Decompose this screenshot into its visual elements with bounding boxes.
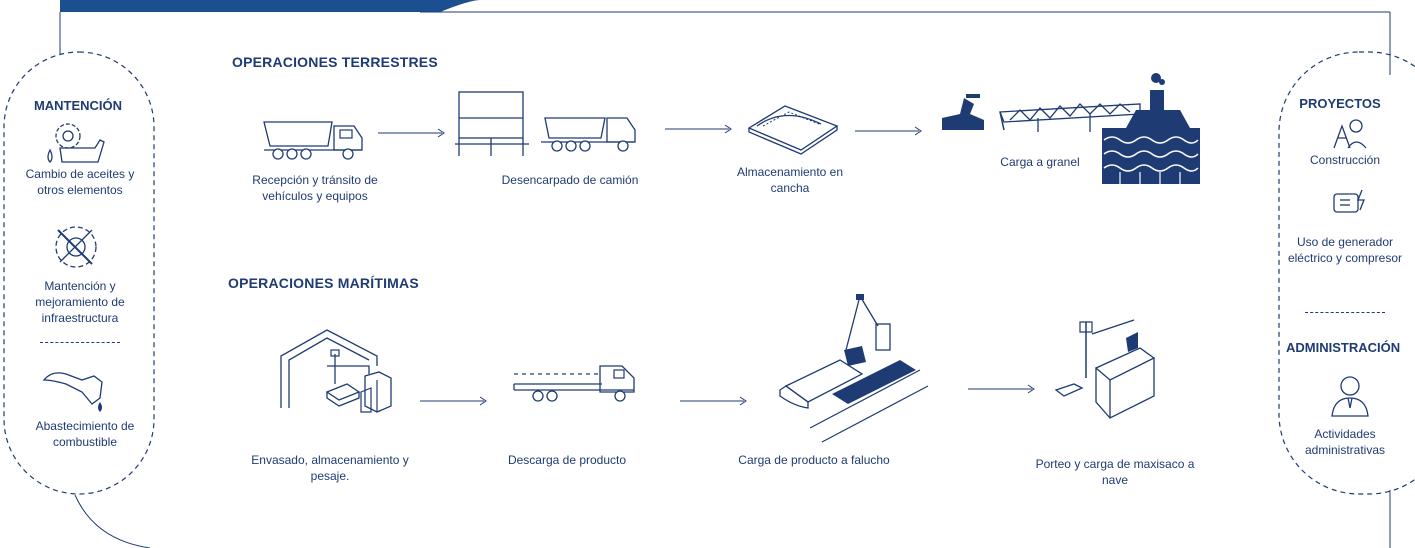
- land-step-label-3: Almacenamiento en cancha: [736, 165, 844, 195]
- sea-operations-title: OPERACIONES MARÍTIMAS: [228, 275, 419, 291]
- left-panel-border: [3, 51, 155, 495]
- land-operations-title: OPERACIONES TERRESTRES: [232, 54, 438, 70]
- sea-step-label-4: Porteo y carga de maxisaco a nave: [1035, 457, 1195, 487]
- arrow-land-3: [855, 126, 922, 136]
- left-item-label-1: Cambio de aceites y otros elementos: [25, 167, 135, 197]
- dump-truck-icon: [263, 121, 363, 160]
- warehouse-scale-icon: [280, 329, 392, 413]
- construction-worker-icon: [1333, 119, 1367, 149]
- arrow-sea-3: [968, 384, 1035, 394]
- uncovering-truck-icon: [455, 91, 636, 156]
- arrow-land-1: [378, 128, 445, 138]
- left-item-label-3: Abastecimiento de combustible: [35, 419, 135, 449]
- generator-icon: [1333, 189, 1365, 213]
- sea-step-label-2: Descarga de producto: [507, 453, 627, 467]
- arrow-land-2: [665, 124, 732, 134]
- fuel-nozzle-icon: [42, 372, 103, 412]
- land-step-label-1: Recepción y tránsito de vehículos y equi…: [252, 173, 378, 203]
- right-item-label-2: Uso de generador eléctrico y compresor: [1287, 235, 1403, 265]
- maintenance-gear-icon: [55, 226, 97, 268]
- admin-title: ADMINISTRACIÓN: [1286, 340, 1401, 355]
- ship-hold-icon: [1054, 319, 1156, 420]
- stockpile-icon: [747, 105, 839, 155]
- left-panel-title: MANTENCIÓN: [33, 98, 123, 113]
- left-panel-divider: [40, 342, 120, 343]
- sea-step-label-1: Envasado, almacenamiento y pesaje.: [251, 453, 409, 483]
- person-icon: [1331, 376, 1369, 417]
- land-step-label-4: Carga a granel: [1000, 155, 1080, 169]
- arrow-sea-2: [680, 396, 747, 406]
- right-item-label-1: Construcción: [1309, 153, 1381, 167]
- sea-step-label-3: Carga de producto a falucho: [738, 453, 890, 467]
- flatbed-truck-icon: [513, 365, 635, 402]
- bulk-loading-ship-icon: [942, 73, 1200, 184]
- oil-change-icon: [47, 123, 105, 163]
- land-step-label-2: Desencarpado de camión: [501, 173, 639, 187]
- admin-item-label: Actividades administrativas: [1304, 427, 1386, 457]
- crane-barge-icon: [779, 294, 929, 443]
- right-panel-border: [1278, 51, 1415, 495]
- right-panel-divider: [1305, 312, 1385, 313]
- left-item-label-2: Mantención y mejoramiento de infraestruc…: [35, 279, 125, 325]
- arrow-sea-1: [420, 396, 487, 406]
- right-panel-title: PROYECTOS: [1299, 96, 1381, 111]
